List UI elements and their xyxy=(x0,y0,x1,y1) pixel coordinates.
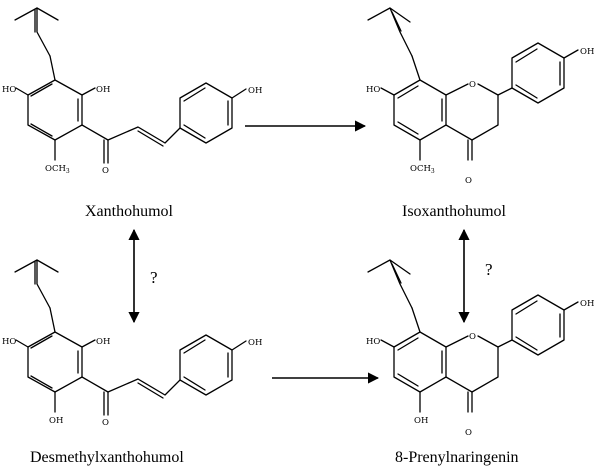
prenylnaringenin-structure: HO OH O O OH 8-Prenylnaringenin xyxy=(366,259,594,466)
prenylnaringenin-oh-bottom: OH xyxy=(414,416,428,426)
desmethylxanthohumol-oh-right: OH xyxy=(248,338,262,348)
xanthohumol-name: Xanthohumol xyxy=(85,203,174,220)
left-question-mark: ? xyxy=(150,268,158,287)
prenylnaringenin-ring-o: O xyxy=(469,332,476,342)
xanthohumol-methoxy: OCH3 xyxy=(45,164,70,175)
isoxanthohumol-oh-right: OH xyxy=(580,47,594,57)
isoxanthohumol-ketone-o: O xyxy=(465,176,472,186)
xanthohumol-oh-top: OH xyxy=(96,85,110,95)
desmethylxanthohumol-ho-left: HO xyxy=(2,337,16,347)
desmethylxanthohumol-oh-bottom: OH xyxy=(49,416,63,426)
desmethylxanthohumol-oh-top: OH xyxy=(96,337,110,347)
isoxanthohumol-methoxy: OCH3 xyxy=(410,164,435,175)
isoxanthohumol-name: Isoxanthohumol xyxy=(402,203,507,220)
xanthohumol-ketone-o: O xyxy=(102,166,109,176)
right-question-mark: ? xyxy=(485,260,493,279)
xanthohumol-structure: HO OH OCH3 O OH Xanthohumol xyxy=(2,7,262,220)
desmethylxanthohumol-ketone-o: O xyxy=(102,418,109,428)
prenylnaringenin-ho-left: HO xyxy=(366,337,380,347)
desmethylxanthohumol-name: Desmethylxanthohumol xyxy=(30,449,184,466)
isoxanthohumol-structure: HO OCH3 O O OH Isoxanthohumol xyxy=(366,7,594,220)
prenylnaringenin-ketone-o: O xyxy=(465,428,472,438)
desmethylxanthohumol-structure: HO OH OH O OH Desmethylxanthohumol xyxy=(2,259,262,466)
xanthohumol-oh-right: OH xyxy=(248,86,262,96)
prenylnaringenin-oh-right: OH xyxy=(580,299,594,309)
prenylnaringenin-name: 8-Prenylnaringenin xyxy=(395,449,519,466)
isoxanthohumol-ho-left: HO xyxy=(366,85,380,95)
xanthohumol-ho-left: HO xyxy=(2,85,16,95)
isoxanthohumol-ring-o: O xyxy=(469,80,476,90)
